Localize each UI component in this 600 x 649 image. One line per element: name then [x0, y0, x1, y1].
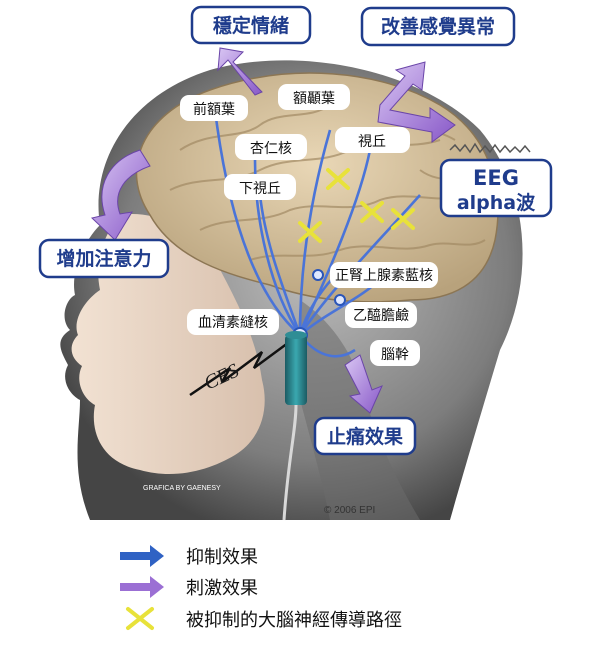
inhibit-mark: [298, 221, 322, 243]
ces-electrode: [282, 331, 307, 521]
region-thalamus-label: 視丘: [358, 134, 386, 150]
region-frontoparietal: 額顳葉: [278, 84, 350, 110]
region-prefrontal-label: 前額葉: [193, 101, 235, 118]
arrow-to-analgesia: [344, 354, 383, 414]
region-acetylcholine: 乙醯膽鹼: [345, 302, 417, 328]
region-brainstem: 腦幹: [370, 340, 420, 366]
alpha-wave-label: alpha波: [457, 191, 536, 214]
eeg-label: EEG: [473, 166, 519, 190]
eeg-wave: [449, 142, 531, 154]
graphic-credit: GRAFICA BY GAENESY: [143, 485, 221, 492]
region-frontoparietal-label: 額顳葉: [293, 91, 335, 107]
outcome-eeg-alpha: EEG alpha波: [439, 158, 553, 218]
arrow-to-improve-sensation: [377, 61, 456, 143]
ces-signal-zigzag: [189, 338, 293, 397]
face: [71, 214, 265, 475]
region-brainstem-label: 腦幹: [381, 346, 409, 363]
outcome-stabilize-emotion-label: 穩定情緒: [213, 14, 289, 37]
legend-inhibit: 抑制效果: [168, 541, 258, 571]
inhibited-marks: [298, 168, 415, 243]
inhibit-mark: [360, 201, 384, 223]
inhibit-mark: [326, 168, 350, 190]
legend-stimulate: 刺激效果: [168, 572, 258, 602]
outcome-increase-attention: 增加注意力: [38, 238, 170, 279]
copyright: © 2006 EPI: [324, 505, 375, 516]
arrow-to-stabilize-emotion: [217, 47, 263, 96]
region-thalamus: 視丘: [335, 127, 410, 153]
legend-inhibit-label: 抑制效果: [186, 547, 258, 568]
region-acetylcholine-label: 乙醯膽鹼: [353, 307, 409, 324]
region-raphe: 血清素縫核: [187, 309, 279, 335]
legend-inhibit-arrow-icon: [120, 545, 164, 567]
region-locus-coeruleus: 正腎上腺素藍核: [330, 262, 438, 288]
legend-inhibited-x-icon: [126, 607, 154, 630]
legend-stimulate-label: 刺激效果: [186, 578, 258, 599]
legend-stimulate-arrow-icon: [120, 576, 164, 598]
region-hypothalamus: 下視丘: [224, 174, 296, 200]
region-amygdala: 杏仁核: [235, 134, 307, 160]
outcome-improve-sensation: 改善感覺異常: [360, 6, 516, 47]
region-prefrontal: 前額葉: [180, 95, 248, 121]
region-locus-coeruleus-label: 正腎上腺素藍核: [335, 268, 433, 284]
region-hypothalamus-label: 下視丘: [239, 181, 281, 197]
outcome-stabilize-emotion: 穩定情緒: [190, 5, 312, 45]
legend-inhibited-pathway: 被抑制的大腦神經傳導路徑: [168, 604, 402, 634]
legend-inhibited-pathway-label: 被抑制的大腦神經傳導路徑: [186, 610, 402, 631]
outcome-analgesia: 止痛效果: [313, 416, 417, 456]
outcome-increase-attention-label: 增加注意力: [56, 247, 151, 270]
locus-coeruleus-dot: [312, 269, 324, 281]
inhibit-mark: [391, 208, 415, 230]
region-amygdala-label: 杏仁核: [250, 141, 292, 157]
region-raphe-label: 血清素縫核: [198, 315, 268, 331]
outcome-analgesia-label: 止痛效果: [327, 425, 403, 448]
acetylcholine-dot: [334, 294, 346, 306]
outcome-improve-sensation-label: 改善感覺異常: [381, 15, 495, 38]
